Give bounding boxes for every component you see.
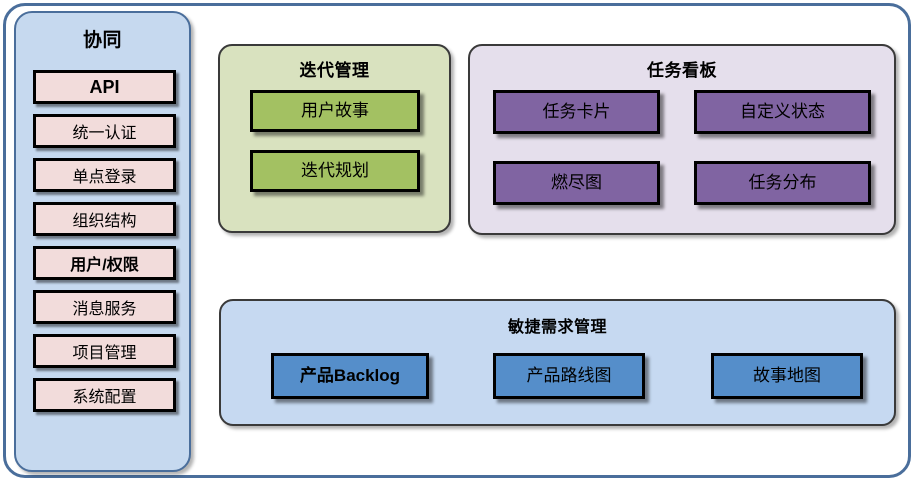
taskboard-box-label: 自定义状态 — [740, 101, 825, 121]
sidebar-item-project-management[interactable]: 项目管理 — [33, 334, 176, 368]
taskboard-box-task-card[interactable]: 任务卡片 — [493, 90, 660, 134]
iteration-box-label: 用户故事 — [301, 100, 369, 120]
panel-task-board-title: 任务看板 — [647, 61, 717, 80]
sidebar-item-message-service[interactable]: 消息服务 — [33, 290, 176, 324]
agile-box-label: 产品路线图 — [526, 365, 612, 385]
panel-collaboration-title: 协同 — [82, 30, 122, 51]
iteration-box-iteration-planning[interactable]: 迭代规划 — [250, 150, 420, 192]
iteration-box-label: 迭代规划 — [301, 160, 369, 180]
sidebar-item-api[interactable]: API — [33, 70, 176, 104]
sidebar-item-label: API — [89, 76, 120, 97]
taskboard-box-label: 任务卡片 — [542, 101, 611, 121]
iteration-box-user-story[interactable]: 用户故事 — [250, 90, 420, 132]
sidebar-item-label: 系统配置 — [72, 389, 137, 406]
panel-iteration-management[interactable]: 迭代管理 用户故事 迭代规划 — [218, 44, 451, 233]
outer-frame — [3, 3, 911, 478]
panel-iteration-management-title: 迭代管理 — [299, 61, 370, 80]
taskboard-box-label: 任务分布 — [748, 172, 817, 192]
agile-box-label: 故事地图 — [753, 365, 821, 385]
collaboration-item-list: API 统一认证 单点登录 组织结构 用户/权限 消息服务 项目管理 系统配置 — [33, 70, 176, 422]
agile-box-product-backlog[interactable]: 产品Backlog — [271, 353, 429, 399]
taskboard-box-custom-status[interactable]: 自定义状态 — [694, 90, 871, 134]
sidebar-item-label: 统一认证 — [72, 125, 137, 142]
agile-box-label: 产品Backlog — [299, 365, 401, 385]
taskboard-box-label: 燃尽图 — [551, 172, 602, 192]
sidebar-item-label: 消息服务 — [72, 301, 137, 318]
agile-box-product-roadmap[interactable]: 产品路线图 — [493, 353, 645, 399]
sidebar-item-label: 单点登录 — [72, 169, 137, 186]
panel-agile-requirements[interactable]: 敏捷需求管理 产品Backlog 产品路线图 故事地图 — [219, 299, 896, 426]
agile-box-story-map[interactable]: 故事地图 — [711, 353, 863, 399]
sidebar-item-org-structure[interactable]: 组织结构 — [33, 202, 176, 236]
sidebar-item-label: 组织结构 — [72, 213, 137, 230]
sidebar-item-label: 用户/权限 — [70, 257, 139, 274]
panel-agile-requirements-title: 敏捷需求管理 — [507, 319, 607, 336]
sidebar-item-system-config[interactable]: 系统配置 — [33, 378, 176, 412]
panel-task-board[interactable]: 任务看板 任务卡片 自定义状态 燃尽图 任务分布 — [468, 44, 896, 235]
sidebar-item-single-sign-on[interactable]: 单点登录 — [33, 158, 176, 192]
panel-collaboration[interactable]: 协同 API 统一认证 单点登录 组织结构 用户/权限 消息服务 项目管理 — [14, 11, 191, 472]
sidebar-item-unified-auth[interactable]: 统一认证 — [33, 114, 176, 148]
taskboard-box-task-distribution[interactable]: 任务分布 — [694, 161, 871, 205]
sidebar-item-label: 项目管理 — [72, 345, 137, 362]
sidebar-item-user-permission[interactable]: 用户/权限 — [33, 246, 176, 280]
taskboard-box-burndown-chart[interactable]: 燃尽图 — [493, 161, 660, 205]
